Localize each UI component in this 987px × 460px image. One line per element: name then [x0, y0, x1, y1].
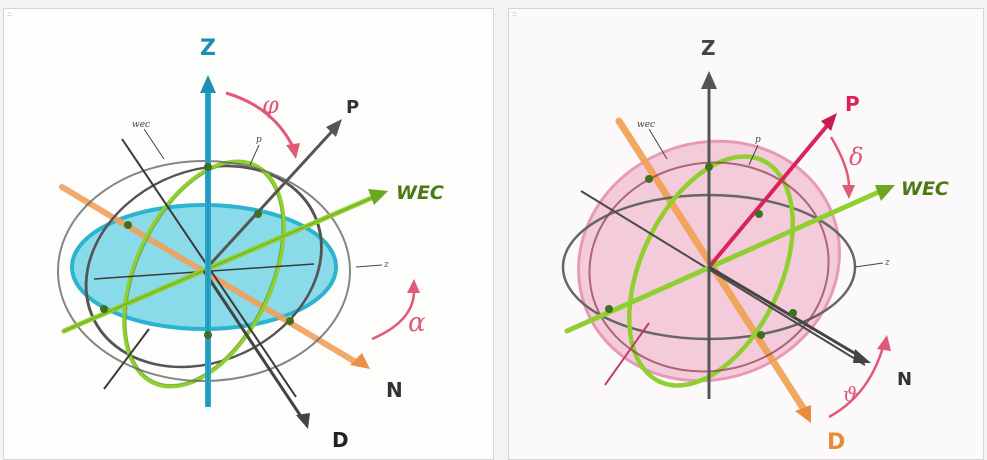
wec-great-circle — [626, 154, 796, 388]
label-wec: WEC — [396, 182, 444, 204]
theta-rotation-arrowhead — [877, 335, 891, 351]
grid-line-2 — [604, 322, 650, 386]
label-circle-wec: wec — [637, 120, 655, 130]
label-wec: WEC — [901, 178, 949, 200]
label-delta: δ — [849, 143, 863, 171]
z-axis-arrowhead — [701, 71, 717, 89]
label-z: Z — [200, 36, 216, 61]
d-axis — [202, 270, 306, 422]
intersection-points — [605, 163, 797, 339]
label-d: D — [332, 428, 349, 452]
p-axis-arrowhead — [326, 119, 342, 137]
wec-axis — [564, 188, 884, 334]
label-phi: φ — [262, 91, 279, 119]
label-n: N — [897, 369, 912, 390]
label-p: P — [845, 92, 860, 116]
z-circle — [57, 160, 351, 382]
label-d: D — [827, 430, 845, 455]
left-sphere-diagram: Z P WEC N D φ α wec p z — [57, 36, 444, 452]
label-p: P — [346, 97, 359, 118]
grid-line-2 — [103, 328, 150, 390]
label-circle-z: z — [383, 260, 389, 270]
p-axis-arrowhead — [821, 113, 837, 131]
intersection-points — [100, 163, 294, 339]
p-axis — [707, 119, 833, 269]
d-axis-arrowhead — [296, 413, 310, 429]
n-axis — [708, 265, 862, 359]
wec-axis-arrowhead — [875, 185, 895, 201]
left-diagram-panel: :: — [3, 8, 494, 460]
label-circle-p: p — [755, 135, 761, 145]
p-great-circle — [588, 161, 830, 373]
right-sphere-diagram: Z P WEC N D δ ϑ wec p z — [561, 36, 949, 455]
alpha-rotation-arrow — [371, 290, 416, 341]
wec-great-circle — [122, 159, 286, 389]
alpha-rotation-arrowhead — [407, 279, 420, 293]
grid-line-1 — [580, 190, 866, 366]
label-circle-p: p — [256, 135, 262, 145]
z-axis-arrowhead — [200, 75, 216, 93]
label-circle-z: z — [884, 258, 890, 268]
wec-axis-inner — [63, 196, 375, 332]
n-axis-arrowhead — [853, 349, 871, 363]
right-diagram-panel: :: — [508, 8, 984, 460]
wec-axis-arrowhead — [368, 189, 388, 205]
label-alpha: α — [408, 308, 426, 338]
label-theta: ϑ — [843, 382, 857, 406]
label-circle-wec: wec — [132, 120, 150, 130]
phi-rotation-arrow — [225, 91, 296, 150]
label-z: Z — [701, 36, 716, 60]
phi-rotation-arrowhead — [286, 143, 300, 159]
delta-rotation-arrow — [829, 136, 851, 188]
d-axis-arrowhead — [795, 405, 811, 423]
theta-rotation-arrow — [828, 346, 885, 419]
n-axis-arrowhead — [350, 353, 370, 369]
label-n: N — [386, 378, 403, 402]
delta-rotation-arrowhead — [842, 185, 855, 199]
p-axis — [202, 125, 338, 273]
